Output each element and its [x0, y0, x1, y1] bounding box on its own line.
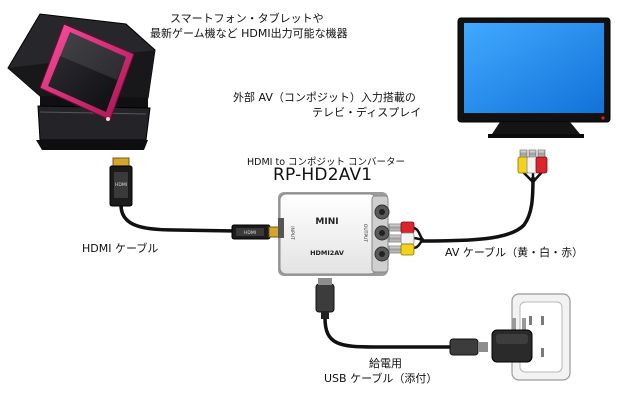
converter-box: [278, 192, 390, 276]
device-name: HDMI2AV: [310, 249, 344, 257]
hdmi-cable: [119, 204, 237, 233]
usb-cable-label-line2: USB ケーブル（添付）: [324, 372, 438, 385]
hdmi-plug-label: HDMI: [244, 230, 256, 236]
tv-label-line2: テレビ・ディスプレイ: [312, 106, 422, 119]
hdmi-cable-label: HDMI ケーブル: [82, 242, 159, 255]
converter-description: HDMI to コンポジット コンバーター: [247, 157, 406, 168]
av-cable: [412, 171, 543, 250]
device-brand: MINI: [315, 217, 338, 227]
output-label: OUTPUT: [362, 224, 368, 243]
rca-plugs-converter: [388, 221, 415, 256]
hdmi-plug-converter: [231, 224, 280, 240]
model-number: RP-HD2AV1: [273, 165, 373, 185]
source-device-label-line1: スマートフォン・タブレットや: [170, 12, 324, 25]
power-adapter: [491, 318, 533, 363]
usb-plug-adapter: [449, 338, 488, 356]
av-cable-label: AV ケーブル（黄・白・赤）: [445, 246, 584, 259]
hdmi-plug-source: [109, 157, 133, 207]
tv-label-line1: 外部 AV（コンポジット）入力搭載の: [233, 91, 416, 104]
usb-cable-label-line1: 給電用: [369, 357, 402, 370]
rca-plugs-tv: [517, 149, 548, 174]
usb-plug-converter: [315, 278, 335, 319]
television: [457, 17, 611, 138]
hdmi-plug-label: HDMI: [115, 182, 127, 188]
usb-cable: [323, 317, 452, 349]
source-device-label-line2: 最新ゲーム機など HDMI出力可能な機器: [150, 27, 348, 40]
input-label: INPUT: [289, 226, 295, 240]
smartphone: [39, 23, 135, 121]
